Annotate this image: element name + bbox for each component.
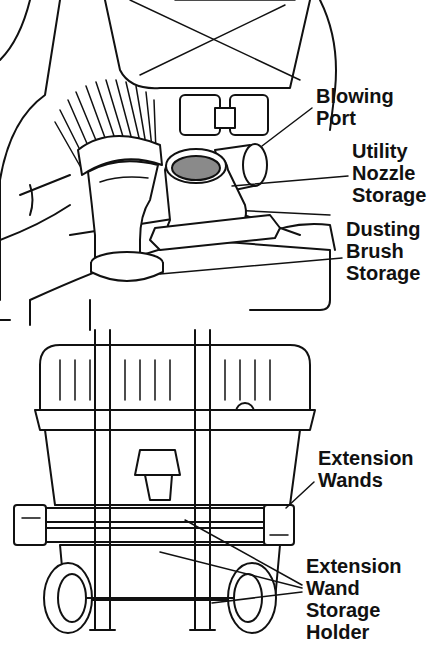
drawing-stroke: [88, 161, 158, 262]
drawing-stroke: [166, 149, 226, 183]
drawing-stroke: [160, 258, 342, 274]
drawing-stroke: [212, 592, 302, 603]
drawing-stroke: [243, 144, 267, 186]
drawing-stroke: [224, 360, 226, 400]
drawing-stroke: [18, 528, 290, 542]
drawing-stroke: [86, 597, 234, 599]
drawing-stroke: [254, 360, 256, 400]
drawing-stroke: [286, 482, 314, 508]
handle-rails: [90, 330, 215, 630]
drawing-stroke: [91, 263, 163, 281]
drawing-stroke: [89, 300, 91, 330]
drawing-stroke: [139, 360, 141, 400]
drawing-stroke: [169, 360, 171, 400]
drawing-stroke: [195, 330, 210, 630]
drawing-stroke: [18, 508, 290, 522]
drawing-stroke: [154, 360, 156, 400]
utility-nozzle: [150, 149, 280, 250]
drawing-stroke: [264, 505, 294, 545]
drawing-stroke: [96, 82, 116, 142]
drawing-stroke: [59, 360, 61, 400]
drawing-stroke: [14, 505, 46, 545]
drawing-stroke: [89, 360, 91, 400]
drawing-stroke: [215, 108, 235, 128]
drawing-stroke: [126, 82, 140, 142]
drawing-stroke: [30, 240, 330, 325]
vacuum-rear-view: [35, 345, 315, 600]
drawing-stroke: [160, 552, 302, 588]
extension-wands: [14, 505, 294, 545]
drawing-stroke: [0, 205, 70, 240]
drawing-stroke: [35, 410, 315, 430]
dusting-brush: [55, 80, 163, 281]
drawing-stroke: [150, 215, 280, 250]
drawing-stroke: [30, 185, 33, 215]
drawing-stroke: [0, 319, 10, 321]
vacuum-top-view: [0, 0, 336, 330]
wheels: [44, 563, 276, 633]
callout-label: Dusting Brush Storage: [346, 218, 438, 284]
drawing-stroke: [45, 430, 300, 505]
leader-lines-bottom: [160, 482, 314, 603]
drawing-stroke: [239, 360, 241, 400]
callout-label: Extension Wand Storage Holder: [306, 555, 424, 643]
drawing-stroke: [0, 0, 60, 300]
drawing-stroke: [175, 0, 295, 1]
drawing-stroke: [95, 330, 110, 630]
drawing-stroke: [44, 563, 92, 633]
drawing-stroke: [100, 177, 148, 182]
drawing-stroke: [74, 360, 76, 400]
drawing-stroke: [106, 80, 124, 140]
drawing-stroke: [55, 122, 80, 166]
callout-label: Extension Wands: [318, 447, 436, 491]
drawing-stroke: [232, 176, 348, 186]
drawing-stroke: [145, 475, 172, 500]
drawing-stroke: [60, 360, 270, 400]
drawing-stroke: [262, 108, 312, 146]
drawing-stroke: [185, 520, 302, 585]
drawing-stroke: [90, 629, 215, 631]
drawing-stroke: [58, 574, 86, 622]
drawing-stroke: [0, 0, 30, 60]
drawing-stroke: [172, 156, 220, 180]
drawing-stroke: [105, 0, 310, 88]
drawing-stroke: [20, 175, 70, 195]
drawing-stroke: [135, 450, 180, 475]
drawing-stroke: [269, 360, 271, 400]
drawing-stroke: [22, 518, 288, 535]
drawing-stroke: [130, 0, 300, 80]
drawing-stroke: [40, 345, 310, 410]
drawing-stroke: [140, 5, 285, 75]
drawing-stroke: [136, 86, 146, 145]
callout-label: Utility Nozzle Storage: [352, 140, 438, 206]
callout-label: Blowing Port: [316, 85, 426, 129]
leader-lines-top: [160, 108, 348, 274]
drawing-stroke: [124, 360, 126, 400]
drawing-stroke: [116, 80, 132, 140]
